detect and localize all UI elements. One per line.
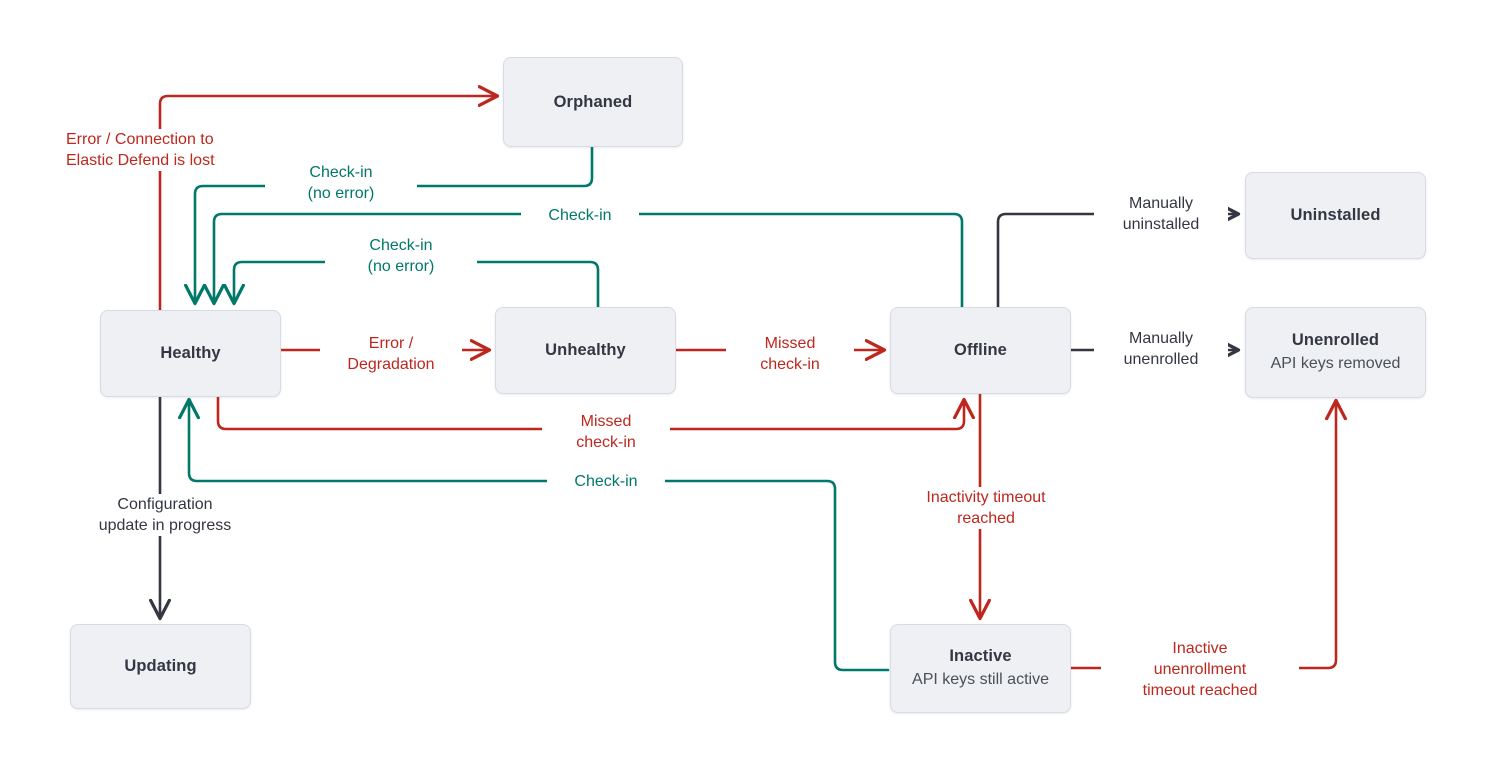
- node-unenrolled-subtitle: API keys removed: [1270, 354, 1401, 372]
- edge-label-missed-checkin-unhealthy: Missed check-in: [726, 333, 854, 375]
- node-unhealthy[interactable]: Unhealthy: [495, 307, 676, 394]
- node-updating[interactable]: Updating: [70, 624, 251, 709]
- node-offline-title: Offline: [954, 341, 1007, 360]
- node-inactive[interactable]: Inactive API keys still active: [890, 624, 1071, 713]
- node-inactive-title: Inactive: [949, 647, 1012, 666]
- edge-label-error-connection-lost: Error / Connection to Elastic Defend is …: [66, 129, 272, 171]
- node-uninstalled-title: Uninstalled: [1290, 206, 1381, 225]
- node-offline[interactable]: Offline: [890, 307, 1071, 394]
- edge-label-checkin-no-error-top: Check-in (no error): [265, 162, 417, 204]
- edge-offline-to-uninstalled: [996, 214, 1238, 309]
- node-unenrolled-title: Unenrolled: [1291, 331, 1380, 350]
- edge-inactive-to-unenrolled: [1069, 401, 1336, 670]
- edge-label-inactivity-timeout: Inactivity timeout reached: [884, 487, 1088, 529]
- edge-label-checkin-no-error-mid: Check-in (no error): [325, 235, 477, 277]
- edge-label-manually-unenrolled: Manually unenrolled: [1094, 328, 1228, 370]
- node-healthy-title: Healthy: [160, 344, 221, 363]
- edge-label-configuration-update: Configuration update in progress: [64, 494, 266, 536]
- node-unhealthy-title: Unhealthy: [545, 341, 626, 360]
- node-uninstalled[interactable]: Uninstalled: [1245, 172, 1426, 259]
- node-healthy[interactable]: Healthy: [100, 310, 281, 397]
- node-unenrolled[interactable]: Unenrolled API keys removed: [1245, 307, 1426, 398]
- node-orphaned-title: Orphaned: [553, 92, 633, 111]
- edge-label-checkin-offline-healthy: Check-in: [521, 205, 639, 226]
- edge-label-error-degradation: Error / Degradation: [320, 333, 462, 375]
- node-inactive-subtitle: API keys still active: [912, 670, 1049, 688]
- node-updating-title: Updating: [124, 657, 197, 676]
- edge-label-checkin-inactive-healthy: Check-in: [547, 471, 665, 492]
- node-orphaned[interactable]: Orphaned: [503, 57, 683, 147]
- edge-label-inactive-unenrollment: Inactive unenrollment timeout reached: [1101, 638, 1299, 701]
- edge-label-missed-checkin-healthy: Missed check-in: [542, 411, 670, 453]
- edge-healthy-to-orphaned: [158, 96, 497, 312]
- edge-label-manually-uninstalled: Manually uninstalled: [1094, 193, 1228, 235]
- edge-inactive-to-healthy: [189, 400, 890, 672]
